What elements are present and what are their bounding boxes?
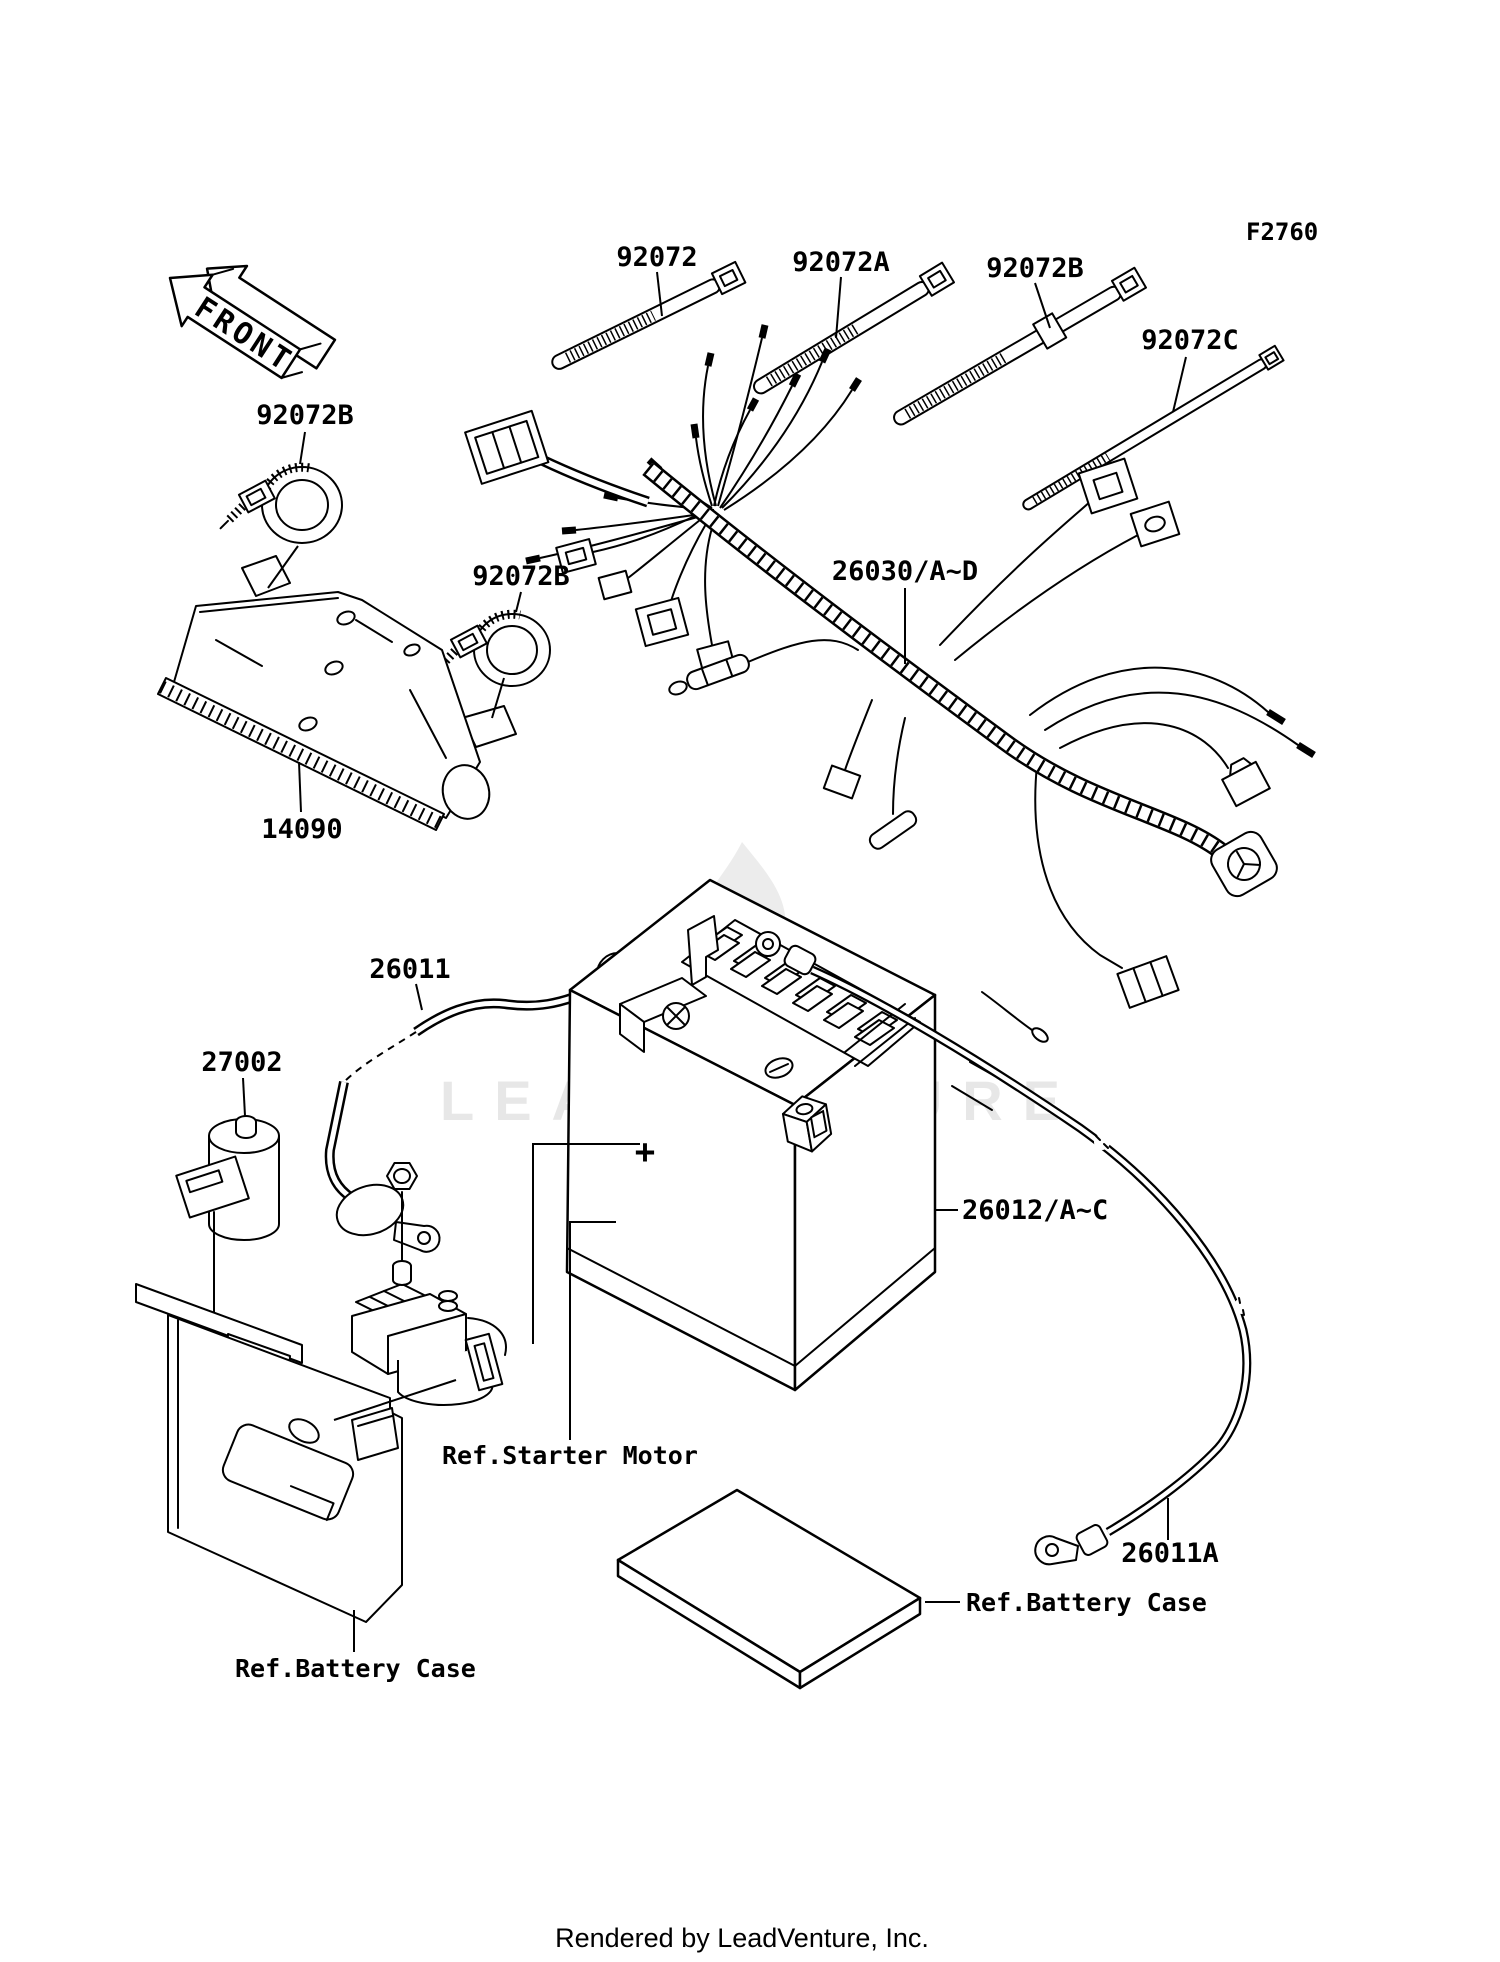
part-label-27002: 27002 — [201, 1047, 282, 1078]
part-label-92072b-mid: 92072B — [472, 561, 570, 592]
harness-end-plug-icon — [1210, 830, 1278, 898]
part-label-26011: 26011 — [369, 954, 450, 985]
figure-code: F2760 — [1246, 218, 1318, 246]
condenser-27002-drawing — [175, 1115, 280, 1331]
battery-pad-drawing — [616, 1488, 922, 1690]
footer-credit: Rendered by LeadVenture, Inc. — [555, 1923, 929, 1953]
part-label-92072a: 92072A — [792, 247, 890, 278]
battery-cable-26011a-drawing — [755, 931, 1252, 1566]
wiring-harness-26030-drawing — [464, 324, 1316, 1111]
part-label-92072b-left: 92072B — [256, 400, 354, 431]
part-label-92072: 92072 — [616, 242, 697, 273]
part-label-26030: 26030/A~D — [832, 556, 978, 587]
terminal-nut-icon — [386, 1162, 418, 1190]
part-label-26011a: 26011A — [1121, 1538, 1219, 1569]
leader-lines — [242, 271, 1187, 1652]
cable-tie-92072c-drawing — [1022, 344, 1285, 511]
part-label-92072b-top: 92072B — [986, 253, 1084, 284]
loop-clamp-92072b-mid-drawing — [433, 609, 551, 687]
part-label-92072c: 92072C — [1141, 325, 1239, 356]
part-label-26012: 26012/A~C — [962, 1195, 1108, 1226]
cover-plate-14090-drawing — [157, 555, 517, 831]
ref-label-battery-case-bottom: Ref.Battery Case — [966, 1588, 1207, 1617]
cable-tie-92072-drawing — [551, 260, 747, 370]
battery-26012-drawing: + — [565, 878, 937, 1392]
harness-connector-block-icon — [464, 409, 550, 485]
ref-label-starter-motor: Ref.Starter Motor — [442, 1441, 698, 1470]
starter-relay-drawing — [351, 1260, 507, 1406]
loop-clamp-92072b-left-drawing — [219, 462, 343, 544]
battery-case-bracket-drawing — [135, 1283, 403, 1623]
front-arrow: FRONT — [168, 264, 337, 380]
part-label-14090: 14090 — [261, 814, 342, 845]
battery-plus-mark: + — [635, 1132, 655, 1172]
cable-tie-92072b-drawing — [893, 266, 1147, 426]
cable-tie-92072a-drawing — [752, 261, 956, 395]
ref-label-battery-case-left: Ref.Battery Case — [235, 1654, 476, 1683]
